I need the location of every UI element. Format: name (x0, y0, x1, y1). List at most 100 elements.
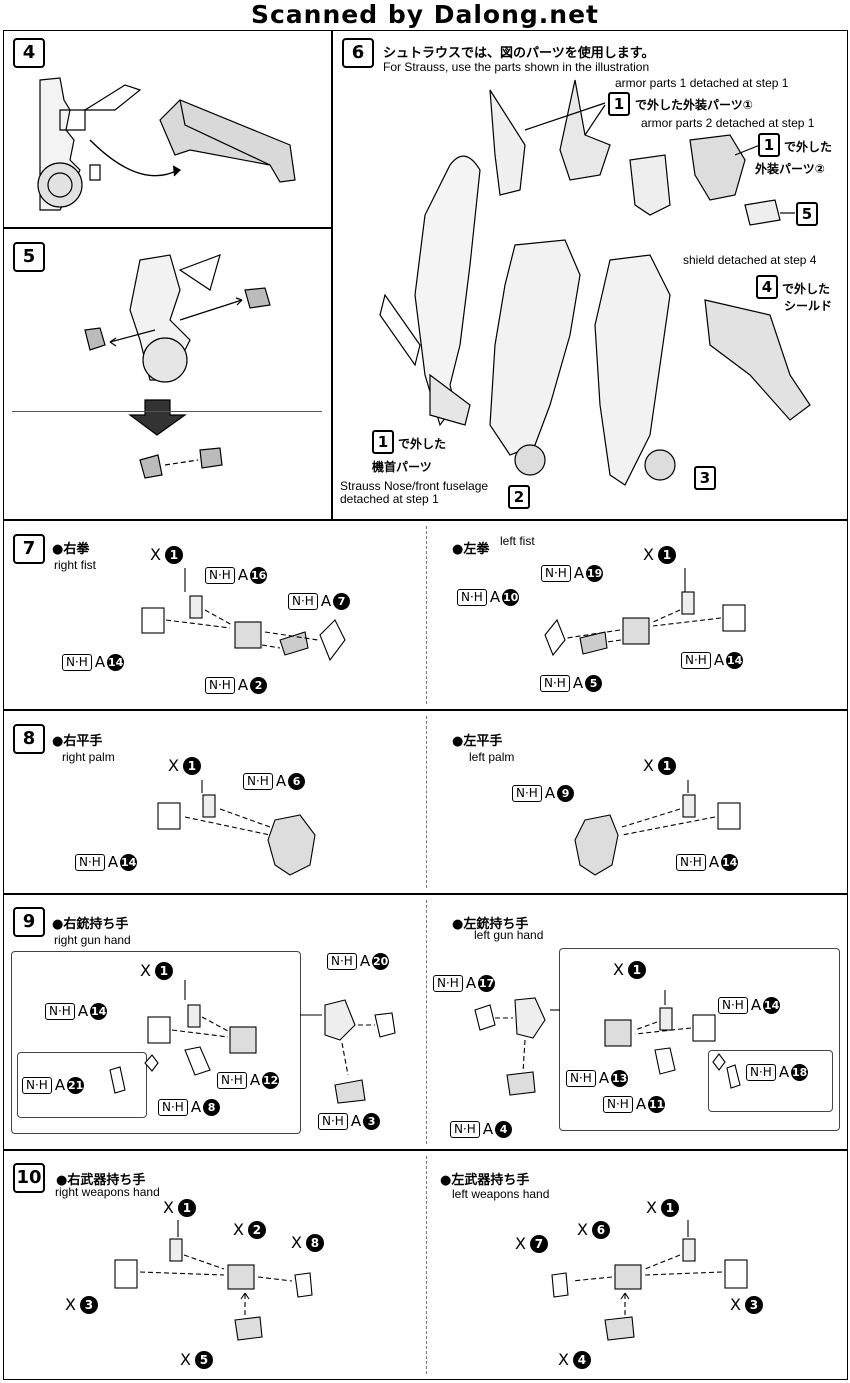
armor2-label-en: armor parts 2 detached at step 1 (641, 116, 815, 130)
step7-right-title-en: right fist (54, 558, 97, 572)
step8-right-palm-diagram (157, 780, 316, 876)
step9-right-title-jp: ●右銃持ち手 (52, 917, 129, 932)
step10-right-title-en: right weapons hand (55, 1185, 160, 1199)
x-label: X (515, 1234, 526, 1253)
runner-label: N·H (433, 974, 463, 992)
nose-step-ref: 1 (372, 430, 394, 454)
part-num: 10 (502, 588, 520, 606)
runner-label: N·H (718, 996, 748, 1014)
runner-label: N·H (243, 772, 273, 790)
step8-left-palm-diagram (574, 780, 741, 876)
step9-right-title-en: right gun hand (54, 933, 131, 947)
part-num: 6 (288, 772, 306, 790)
part-num: 1 (660, 1198, 679, 1217)
top-frame (3, 30, 848, 520)
armor1-label-jp: で外した外装パーツ① (635, 98, 753, 112)
part-num: 1 (164, 545, 183, 564)
runner-label: N·H (327, 952, 357, 970)
sprue-letter: A (54, 1076, 66, 1094)
step-number-4: 4 (13, 38, 45, 68)
sprue-letter: A (573, 564, 585, 582)
sprue-letter: A (708, 853, 720, 871)
part-num: 1 (154, 961, 173, 980)
part-num: 2 (247, 1220, 266, 1239)
part-num: 6 (591, 1220, 610, 1239)
sprue-letter: A (544, 784, 556, 802)
runner-label: N·H (75, 853, 105, 871)
frame-step8 (3, 710, 848, 894)
part-num: 1 (657, 756, 676, 775)
part-num: 1 (182, 756, 201, 775)
step10-left-title-en: left weapons hand (452, 1187, 550, 1201)
x-label: X (291, 1233, 302, 1252)
runner-label: N·H (217, 1071, 247, 1089)
part-num: 18 (791, 1063, 809, 1081)
part-num: 4 (495, 1120, 513, 1138)
step9-left-title-en: left gun hand (474, 928, 544, 942)
part-num: 8 (203, 1098, 221, 1116)
step4-robot-illustration (37, 77, 296, 211)
part-num: 17 (478, 974, 496, 992)
sprue-letter: A (275, 772, 287, 790)
nose-label-jp-2: 機首パーツ (372, 460, 432, 474)
part3-ref: 3 (694, 466, 716, 490)
sprue-letter: A (94, 653, 106, 671)
part-num: 14 (763, 996, 781, 1014)
x-label: X (233, 1220, 244, 1239)
sprue-letter: A (635, 1095, 647, 1113)
step-number-5: 5 (13, 242, 45, 272)
part-num: 14 (120, 853, 138, 871)
part-num: 21 (67, 1076, 85, 1094)
divider-step8 (426, 716, 427, 888)
sprue-letter: A (359, 952, 371, 970)
sprue-letter: A (237, 676, 249, 694)
sprue-letter: A (713, 651, 725, 669)
divider-4-5 (3, 227, 332, 229)
step7-left-fist-diagram (544, 568, 746, 657)
step8-right-title-en: right palm (62, 750, 115, 764)
sprue-letter: A (77, 1002, 89, 1020)
x-label: X (643, 756, 654, 775)
step5-separator-line (12, 411, 322, 412)
runner-label: N·H (746, 1063, 776, 1081)
x-label: X (150, 545, 161, 564)
frame-step9 (3, 894, 848, 1150)
x-label: X (643, 545, 654, 564)
part-num: 20 (372, 952, 390, 970)
part-num: 7 (529, 1234, 548, 1253)
x-label: X (168, 756, 179, 775)
step9-right-alt-part-frame (17, 1052, 147, 1118)
part-num: 1 (657, 545, 676, 564)
x-label: X (180, 1350, 191, 1369)
part5-ref: 5 (796, 202, 818, 226)
step7-left-title-en: left fist (500, 534, 535, 548)
runner-label: N·H (205, 566, 235, 584)
step9-right-gun-hand-diagram (109, 980, 396, 1104)
part-num: 3 (363, 1112, 381, 1130)
step-number-6: 6 (342, 38, 374, 68)
runner-label: N·H (450, 1120, 480, 1138)
nose-label-en: Strauss Nose/front fuselage detached at … (340, 479, 489, 506)
part-num: 4 (572, 1350, 591, 1369)
nose-label-jp-1: で外した (398, 437, 447, 451)
part-num: 13 (611, 1069, 629, 1087)
frame-step10 (3, 1150, 848, 1380)
step9-left-alt-part-frame (708, 1050, 833, 1112)
armor1-step-ref: 1 (608, 92, 630, 116)
x-label: X (558, 1350, 569, 1369)
